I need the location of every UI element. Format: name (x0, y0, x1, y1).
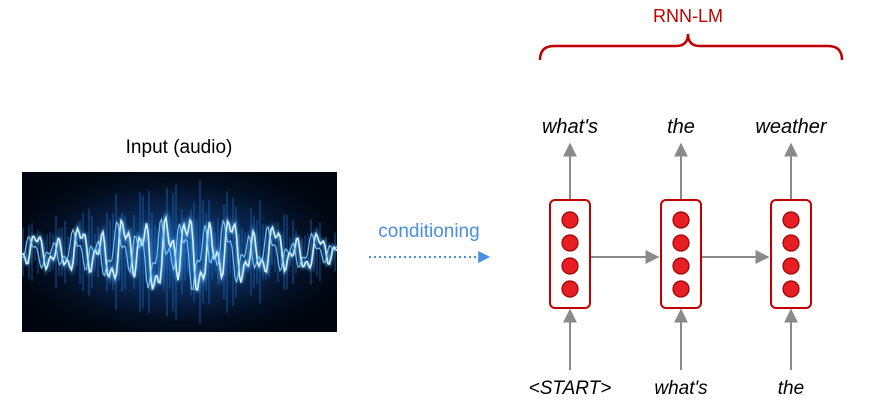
waveform-bar (229, 230, 231, 274)
hidden-unit (561, 257, 579, 275)
hidden-unit (672, 280, 690, 298)
waveform-bar (202, 200, 204, 304)
waveform-bar (70, 237, 72, 267)
hidden-unit (561, 211, 579, 229)
input-word: <START> (529, 378, 612, 399)
waveform-bar (139, 192, 141, 312)
waveform-bar (142, 195, 144, 309)
waveform-bar (82, 212, 84, 292)
hidden-unit (561, 280, 579, 298)
input-word: what's (654, 378, 708, 399)
waveform-bar (304, 235, 306, 269)
hidden-state-box (660, 199, 702, 309)
model-bracket (538, 33, 844, 61)
waveform-bar (337, 229, 339, 275)
waveform-line (22, 214, 337, 292)
waveform-bar (79, 220, 81, 284)
model-label: RNN-LM (653, 6, 723, 26)
output-word: what's (542, 116, 598, 138)
waveform-bar (184, 223, 186, 281)
waveform-bar (154, 225, 156, 279)
waveform-bar (31, 223, 33, 281)
hidden-unit (782, 211, 800, 229)
rnn-step-1: what's <START> (529, 116, 612, 399)
waveform-bar (286, 214, 288, 290)
waveform-bar (196, 219, 198, 285)
waveform-bar (64, 220, 66, 284)
waveform-bar (34, 243, 36, 261)
waveform-bar (133, 214, 135, 290)
waveform-bar (109, 220, 111, 284)
input-word: the (778, 378, 804, 399)
waveform-bar (190, 208, 192, 296)
hidden-unit (782, 280, 800, 298)
input-label: Input (audio) (126, 137, 233, 158)
hidden-unit (672, 211, 690, 229)
waveform-bar (277, 221, 279, 283)
waveform-bar (124, 214, 126, 290)
waveform-bar (244, 232, 246, 272)
waveform-bar (157, 232, 159, 272)
waveform-bar (274, 232, 276, 272)
waveform-bar (316, 227, 318, 277)
waveform-bar (58, 228, 60, 276)
hidden-state-box (549, 199, 591, 309)
waveform-bar (22, 227, 24, 277)
hidden-unit (672, 257, 690, 275)
waveform-bar (166, 187, 168, 317)
waveform-bar (76, 238, 78, 266)
waveform-bar (328, 242, 330, 262)
waveform-bar (262, 224, 264, 280)
waveform-bar (322, 239, 324, 265)
conditioning-label: conditioning (378, 221, 479, 242)
waveform-bar (265, 224, 267, 280)
waveform-bar (49, 231, 51, 273)
waveform-bar (127, 234, 129, 270)
rnn-step-3: weather the (755, 116, 827, 399)
waveform-bar (259, 200, 261, 304)
waveform-bar (334, 232, 336, 272)
output-word: weather (755, 116, 827, 138)
hidden-unit (561, 234, 579, 252)
hidden-unit (782, 234, 800, 252)
audio-waveform-image (22, 172, 339, 332)
waveform-bar (145, 221, 147, 283)
waveform-bar (247, 231, 249, 273)
waveform-bar (226, 191, 228, 313)
rnn-step-2: the what's (654, 116, 708, 399)
waveform-bar (52, 233, 54, 271)
waveform-bar (319, 222, 321, 282)
waveform-bar (199, 180, 201, 324)
waveform-bar (151, 212, 153, 292)
waveform-line (22, 217, 337, 290)
waveform-bar (253, 215, 255, 289)
waveform-bar (67, 236, 69, 268)
waveform-bar (220, 225, 222, 279)
waveform-bar (241, 228, 243, 276)
waveform-bar (115, 193, 117, 311)
hidden-unit (782, 257, 800, 275)
waveform-bar (271, 238, 273, 266)
hidden-unit (672, 234, 690, 252)
hidden-state-box (770, 199, 812, 309)
output-word: the (667, 116, 695, 138)
waveform-bar (121, 212, 123, 292)
waveform-bar (25, 240, 27, 264)
